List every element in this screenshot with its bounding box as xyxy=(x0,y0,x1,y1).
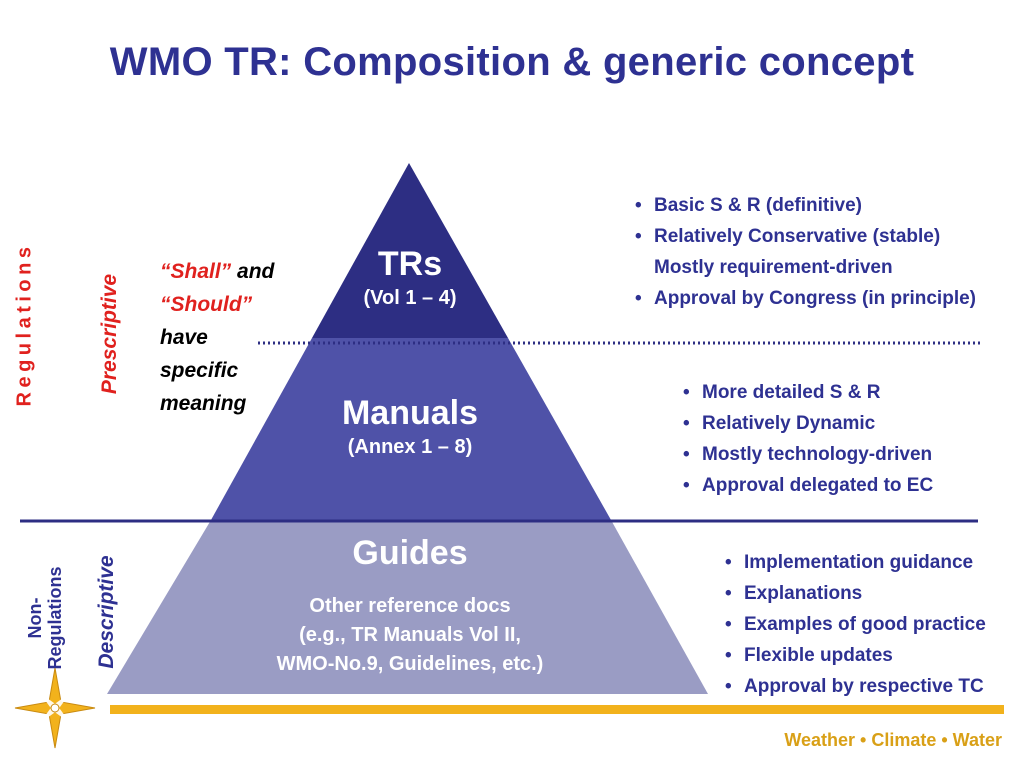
footer-divider xyxy=(110,705,1004,714)
guides-bullet-list: Implementation guidance Explanations Exa… xyxy=(722,547,986,702)
trs-tier-text: TRs (Vol 1 – 4) xyxy=(330,244,490,312)
compass-star-icon xyxy=(14,667,96,749)
guides-tier-text: Guides Other reference docs (e.g., TR Ma… xyxy=(230,532,590,679)
list-item: Explanations xyxy=(722,578,986,609)
manuals-bullet-list: More detailed S & R Relatively Dynamic M… xyxy=(680,377,933,501)
list-item: Mostly technology-driven xyxy=(680,439,933,470)
footer-tagline: Weather • Climate • Water xyxy=(784,730,1002,750)
pyramid-trs-tier xyxy=(312,163,508,338)
guides-line3: WMO-No.9, Guidelines, etc.) xyxy=(276,653,544,675)
guides-title: Guides xyxy=(352,534,468,572)
manuals-subtitle: (Annex 1 – 8) xyxy=(347,436,473,458)
manuals-tier-text: Manuals (Annex 1 – 8) xyxy=(290,392,530,460)
pyramid-manuals-tier xyxy=(211,338,611,520)
non-regulations-line2: Regulations xyxy=(45,566,65,670)
prescriptive-label: Prescriptive xyxy=(98,273,121,395)
specific-word: specific xyxy=(160,359,239,382)
trs-title: TRs xyxy=(377,245,443,283)
list-item: More detailed S & R xyxy=(680,377,933,408)
list-item-continuation: Mostly requirement-driven xyxy=(654,257,893,278)
regulations-label: Regulations xyxy=(13,242,36,407)
list-item: Approval by respective TC xyxy=(722,671,986,702)
non-regulations-line1: Non- xyxy=(25,597,45,639)
page-title: WMO TR: Composition & generic concept xyxy=(109,40,915,84)
shall-word: “Shall” xyxy=(160,260,232,283)
list-item: Examples of good practice xyxy=(722,609,986,640)
descriptive-label: Descriptive xyxy=(95,555,118,669)
manuals-title: Manuals xyxy=(341,394,479,432)
have-word: have xyxy=(160,326,208,349)
list-item: Implementation guidance xyxy=(722,547,986,578)
trs-subtitle: (Vol 1 – 4) xyxy=(363,287,457,309)
list-item: Relatively Conservative (stable) xyxy=(632,221,976,252)
and-word: and xyxy=(231,260,275,283)
list-item: Basic S & R (definitive) xyxy=(632,190,976,221)
should-word: “Should” xyxy=(160,293,253,316)
trs-bullet-list: Basic S & R (definitive) Relatively Cons… xyxy=(632,190,976,314)
shall-should-note: “Shall” and “Should” have specific meani… xyxy=(160,255,300,420)
non-regulations-label: Non- Regulations xyxy=(25,558,65,678)
guides-line1: Other reference docs xyxy=(309,595,511,617)
list-item: Relatively Dynamic xyxy=(680,408,933,439)
guides-line2: (e.g., TR Manuals Vol II, xyxy=(299,624,521,646)
list-item: Approval delegated to EC xyxy=(680,470,933,501)
meaning-word: meaning xyxy=(160,392,247,415)
pyramid-guides-tier xyxy=(107,520,708,694)
list-item: Flexible updates xyxy=(722,640,986,671)
list-item: Approval by Congress (in principle) xyxy=(632,283,976,314)
